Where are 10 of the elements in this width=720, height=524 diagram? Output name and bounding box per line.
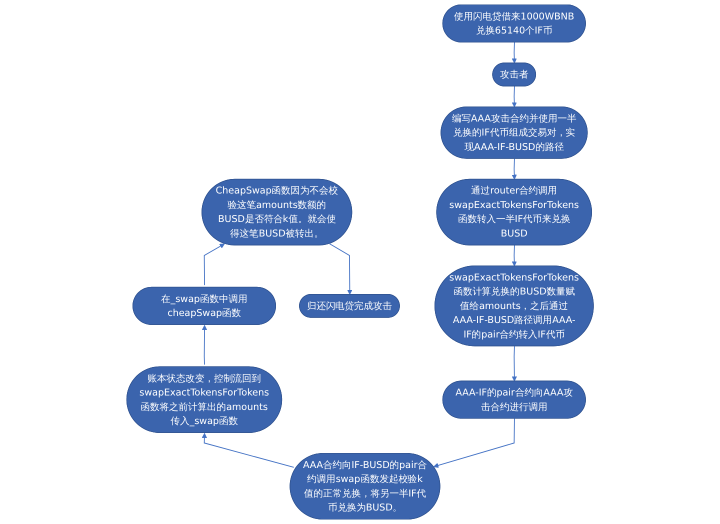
arrow	[512, 346, 517, 382]
arrow	[512, 244, 517, 266]
arrow	[202, 432, 294, 468]
arrow	[433, 418, 515, 468]
arrow	[512, 42, 517, 64]
arrow	[204, 244, 225, 286]
arrow	[202, 324, 208, 366]
arrow	[512, 158, 517, 180]
arrow	[329, 243, 352, 295]
arrow	[512, 86, 517, 108]
